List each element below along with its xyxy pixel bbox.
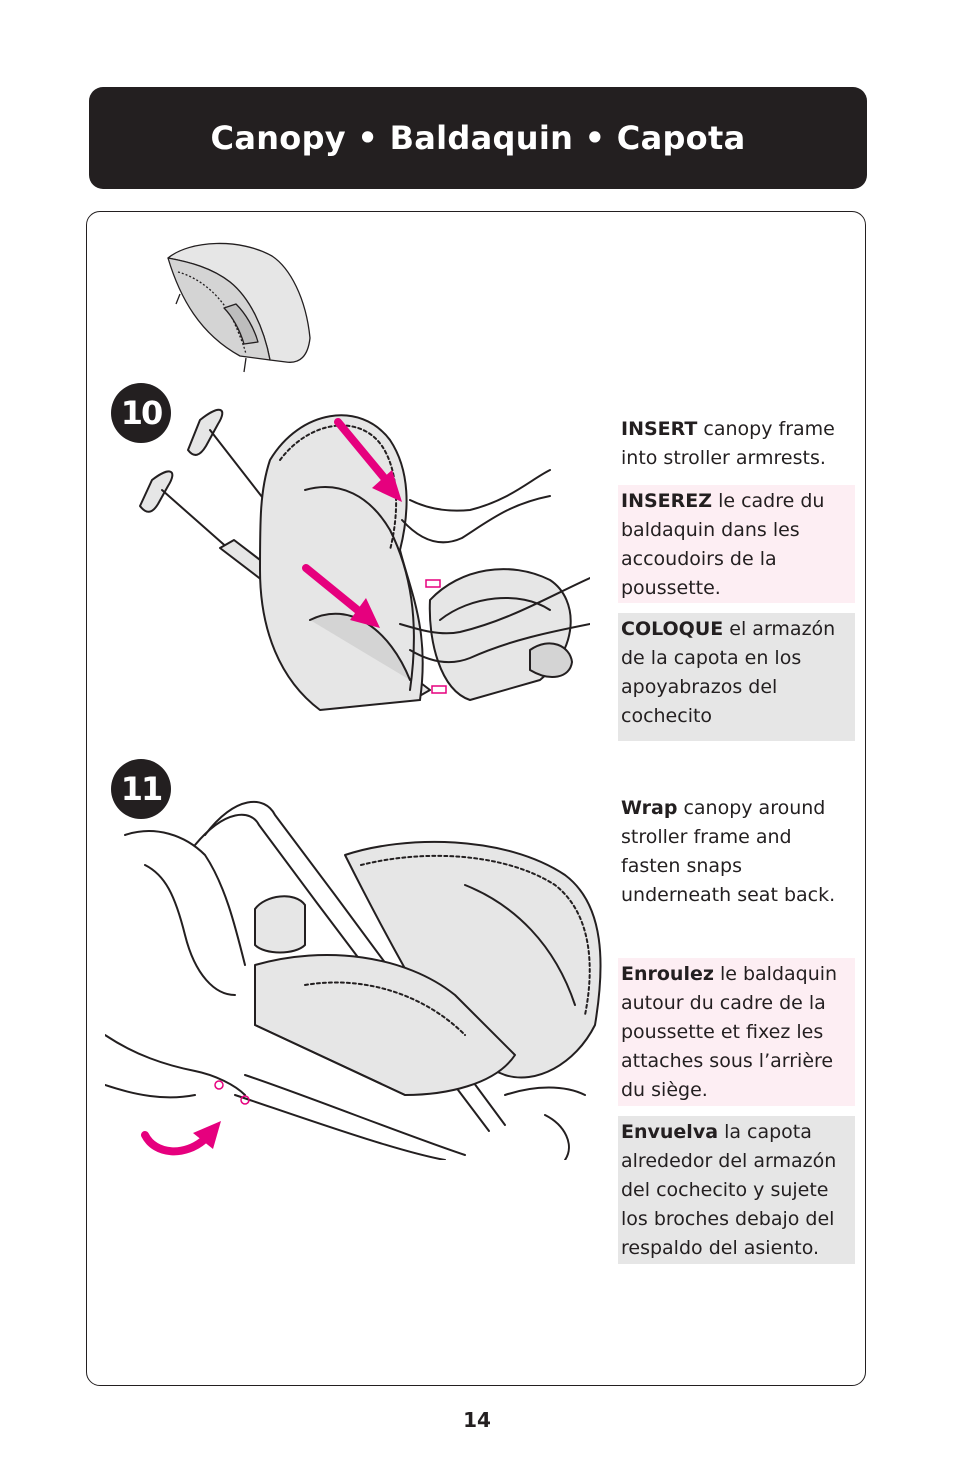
step-11-body-en: canopy around stroller frame and fasten … [621,797,836,906]
step-10-illustration [139,409,590,711]
step-10-body-fr: le cadre du baldaquin dans les accoudoir… [621,490,825,599]
step-11-body-fr: le baldaquin autour du cadre de la pouss… [621,963,838,1101]
step-11-text-es: Envuelva la capota alrededor del armazón… [618,1116,855,1264]
canopy-thumbnail-illustration [167,242,311,373]
step-11-text-en: Wrap canopy around stroller frame and fa… [618,792,855,912]
step-10-verb-en: INSERT [621,418,698,440]
step-10-number-text: 10 [120,394,164,432]
step-10-verb-fr: INSEREZ [621,490,713,512]
step-11-illustration [105,801,602,1160]
step-11-text-fr: Enroulez le baldaquin autour du cadre de… [618,958,855,1106]
step-10-text-en: INSERT canopy frame into stroller armres… [618,413,855,475]
section-title: Canopy • Baldaquin • Capota [210,119,746,157]
step-10-number: 10 [111,383,171,443]
instruction-panel [86,211,866,1386]
step-10-text-fr: INSEREZ le cadre du baldaquin dans les a… [618,485,855,603]
step-11-number-text: 11 [120,770,164,808]
section-header: Canopy • Baldaquin • Capota [89,87,867,189]
step-11-body-es: la capota alrededor del armazón del coch… [621,1121,837,1259]
step-11-number: 11 [111,759,171,819]
step-10-verb-es: COLOQUE [621,618,724,640]
step-10-body-en: canopy frame into stroller armrests. [621,418,835,469]
page-number: 14 [463,1408,491,1432]
step-11-verb-en: Wrap [621,797,678,819]
step-11-verb-es: Envuelva [621,1121,719,1143]
step-11-verb-fr: Enroulez [621,963,714,985]
step-10-text-es: COLOQUE el armazón de la capota en los a… [618,613,855,741]
step-10-body-es: el armazón de la capota en los apoyabraz… [621,618,836,727]
